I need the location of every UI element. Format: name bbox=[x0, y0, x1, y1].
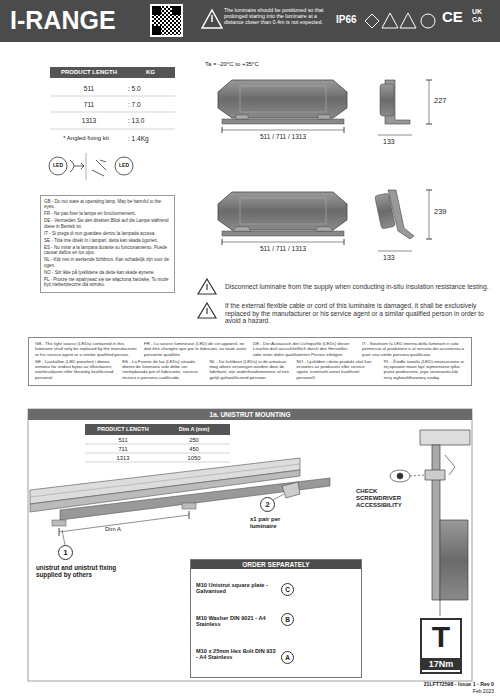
dimension: 511 / 711 / 1313 bbox=[243, 133, 323, 140]
dimension: 511 / 711 / 1313 bbox=[243, 245, 323, 252]
node-text: I-RANGE bbox=[10, 6, 145, 35]
table-cell: 450 bbox=[160, 446, 228, 453]
table-cell: 711 bbox=[52, 101, 126, 108]
node-text: ES - La Fuente de luz (LEDs) situada den… bbox=[119, 359, 206, 381]
dimension: Dim A bbox=[105, 526, 135, 533]
table-cell: 711 bbox=[87, 446, 159, 453]
node-text: SE - Titta inte direkt in i lampan, dett… bbox=[44, 238, 171, 243]
table-cell: : 5.0 bbox=[128, 85, 173, 92]
node-text: IT - Sostituire la LED interna della lum… bbox=[359, 341, 468, 357]
node-text: CE bbox=[442, 8, 468, 25]
bracket-detail bbox=[390, 430, 470, 616]
node-text: NO - Stir ikke på lyskildene da dette ka… bbox=[44, 270, 171, 275]
node-text: GB - Do not stare at operating lamp. May… bbox=[44, 199, 171, 210]
order-box: ORDER SEPARATELY M10 Unistrut square plat… bbox=[190, 559, 362, 678]
node-text: C bbox=[282, 586, 293, 593]
node-text: ES - No mirar a la lampara durante su fu… bbox=[44, 245, 171, 256]
note: * Angled fixing kit bbox=[44, 135, 128, 142]
node-text: A bbox=[282, 654, 293, 661]
part-letter-circle: B bbox=[281, 613, 294, 626]
node-text: The luminaire should be positioned so th… bbox=[224, 7, 336, 25]
node-text: NL - Kijk niet in werkende lichtbron. Ka… bbox=[44, 257, 171, 268]
node-text: M10 Washer DIN 9021 - A4 Stainless bbox=[196, 615, 276, 628]
table-cell: : 1.4Kg bbox=[128, 135, 173, 142]
table-header: Dim A (mm) bbox=[160, 426, 228, 432]
node-text: FR - Ne pas fixer la lampe en fonctionne… bbox=[44, 211, 171, 216]
node-text: DE - Der Austausch der Lichtquelle (LEDs… bbox=[250, 341, 359, 357]
node-text: PL - Proszę nie wpatrywać się we włączon… bbox=[44, 277, 171, 288]
luminaire-drawing bbox=[218, 190, 432, 251]
approval-icons bbox=[365, 13, 435, 28]
section-band: 1a. UNISTRUT MOUNTING bbox=[28, 409, 472, 420]
note: CHECK SCREWDRIVER ACCESSIBILITY bbox=[356, 488, 416, 509]
node-text: SE - Ljuskällan (LED panelen) i denna ar… bbox=[32, 359, 119, 381]
node-text: 2 bbox=[261, 500, 274, 509]
node-text: IT - Si prega di non guardare dentro la … bbox=[44, 231, 171, 236]
node-text: NO - Lyskilden i dette produkt skal kun … bbox=[294, 359, 381, 381]
warning-box: GB - Do not stare at operating lamp. May… bbox=[40, 195, 175, 293]
table-cell: 1313 bbox=[52, 117, 126, 124]
table-cell: 1313 bbox=[87, 455, 159, 462]
table-cell: : 7.0 bbox=[128, 101, 173, 108]
unistrut-channel bbox=[30, 458, 330, 545]
table-cell: 1050 bbox=[160, 455, 228, 462]
callout-circle: 2 bbox=[260, 497, 275, 512]
led-icons bbox=[49, 153, 133, 180]
node-text: B bbox=[282, 616, 293, 623]
table-header: PRODUCT LENGTH bbox=[87, 426, 159, 432]
node-text: 17Nm bbox=[422, 658, 460, 670]
node-text: GB - The light source (LEDs) contained i… bbox=[32, 341, 141, 357]
dimension: 227 bbox=[434, 97, 464, 106]
section-frame bbox=[28, 409, 472, 681]
node-text: M10 x 25mm Hex Bolt DIN 933 - A4 Stainle… bbox=[196, 648, 276, 661]
table-cell: 511 bbox=[87, 437, 159, 444]
notice: Disconnect luminaire from the supply whe… bbox=[225, 283, 490, 291]
callout-circle: 1 bbox=[58, 545, 73, 560]
table-header: PRODUCT LENGTH bbox=[52, 69, 126, 76]
footer-text: Feb 2023 bbox=[330, 689, 494, 695]
qr-code bbox=[150, 4, 183, 37]
note: x1 pair per luminaire bbox=[250, 516, 300, 530]
table-header bbox=[85, 424, 230, 435]
part-letter-circle: A bbox=[281, 651, 294, 664]
table-cell: : 13.0 bbox=[128, 117, 173, 124]
table-header bbox=[50, 67, 175, 78]
table-header: KG bbox=[128, 69, 173, 76]
node-text: PL - Źródło światła (LED) umieszczone w … bbox=[381, 359, 468, 381]
dimension: 133 bbox=[383, 138, 413, 146]
warning-icon bbox=[198, 303, 216, 318]
node-text: 1 bbox=[59, 548, 72, 557]
node-text: UK CA bbox=[472, 8, 492, 24]
table-cell: 250 bbox=[160, 437, 228, 444]
luminaire-drawing bbox=[218, 80, 432, 135]
header-band: I-RANGE The luminaire should be positione… bbox=[0, 0, 500, 42]
node-text: FR - La source lumineuse (LED) de cet ap… bbox=[141, 341, 250, 357]
node-text: NL - De lichtbron (LEDs) in dit armatuur… bbox=[206, 359, 293, 381]
led-text: LED bbox=[115, 163, 133, 169]
note: unistrut and unistrut fixing supplied by… bbox=[36, 564, 136, 578]
notice: If the external flexible cable or cord o… bbox=[225, 302, 490, 325]
led-text: LED bbox=[49, 163, 67, 169]
ambient-note: Ta = -20°C to +35°C bbox=[205, 61, 315, 68]
header-ground bbox=[0, 0, 500, 42]
node-text: ORDER SEPARATELY bbox=[191, 560, 361, 569]
warning-icon bbox=[198, 279, 216, 294]
node-text: T bbox=[422, 620, 460, 655]
node-text: 1a. UNISTRUT MOUNTING bbox=[28, 411, 472, 418]
dimension: 133 bbox=[383, 254, 413, 262]
torque-box: T 17Nm bbox=[420, 618, 462, 674]
warning-icon bbox=[202, 10, 222, 28]
table-cell: 511 bbox=[52, 85, 126, 92]
node-text: M10 Unistrut square plate - Galvanised bbox=[196, 582, 276, 595]
light-source-box: GB - The light source (LEDs) contained i… bbox=[28, 337, 472, 386]
dimension: 239 bbox=[434, 208, 464, 217]
footer-text: 21LFT72598 - Issue 1 - Rev 0 bbox=[330, 682, 494, 688]
node-text: DE - Vermeiden Sie den direkten Blick au… bbox=[44, 218, 171, 229]
part-letter-circle: C bbox=[281, 583, 294, 596]
node-text: IP66 bbox=[336, 14, 366, 26]
